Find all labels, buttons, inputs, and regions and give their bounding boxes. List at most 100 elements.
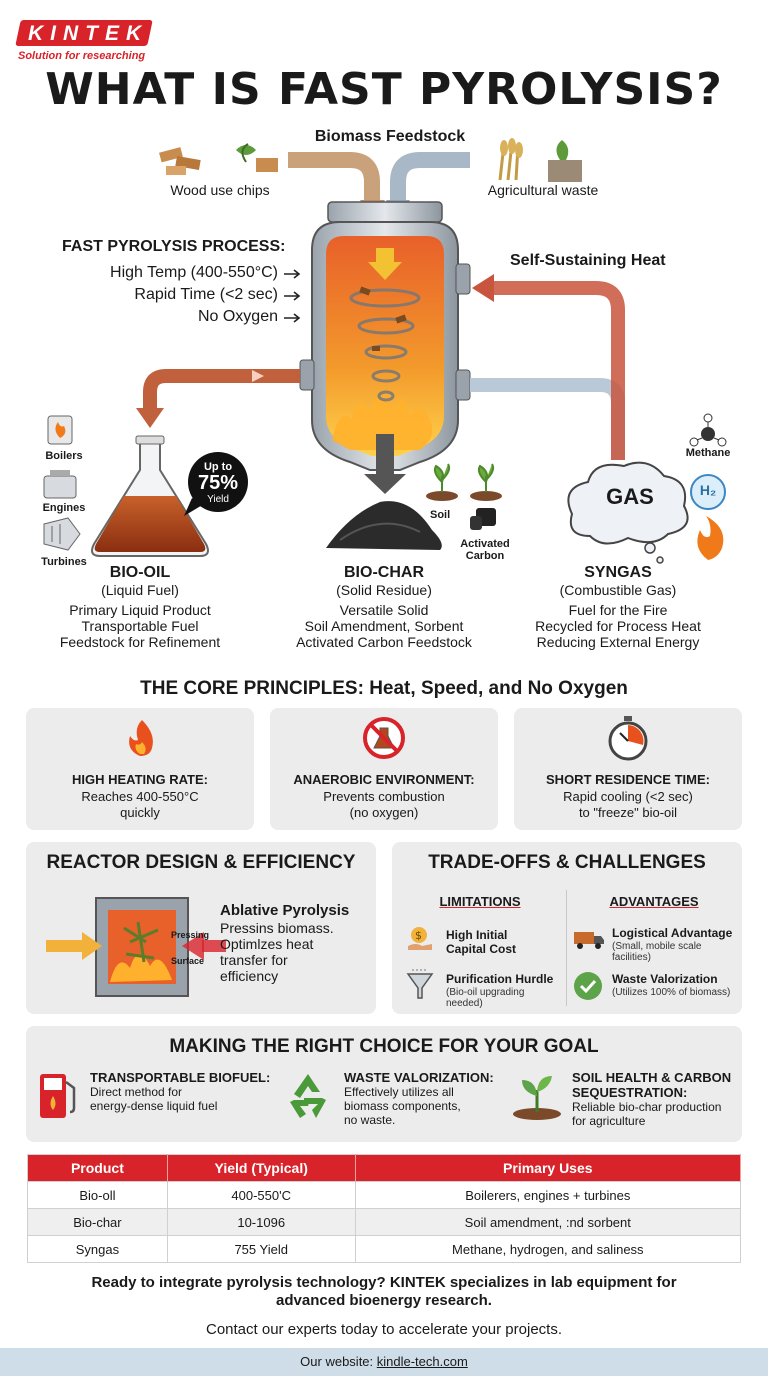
process-line-time: Rapid Time (<2 sec) <box>134 286 278 303</box>
feedstock-wood-label: Wood use chips <box>170 182 270 198</box>
process-arrows <box>284 269 301 323</box>
choice-panel: MAKING THE RIGHT CHOICE FOR YOUR GOAL TR… <box>26 1026 742 1142</box>
page-title: WHAT IS FAST PYROLYSIS? <box>45 64 723 115</box>
hydrogen-label: H₂ <box>699 482 717 498</box>
principle-card-anaerobic: ANAEROBIC ENVIRONMENT: Prevents combusti… <box>270 708 498 830</box>
reactor-lid <box>327 201 443 223</box>
ablative-reactor-icon <box>46 897 226 997</box>
oil-pipe <box>143 369 300 410</box>
feed-pipe-left <box>288 152 380 202</box>
table-cell: 755 Yield <box>167 1235 356 1263</box>
use-turbines-label: Turbines <box>41 556 87 568</box>
advantages-heading: ADVANTAGES <box>609 894 699 909</box>
footer-prefix: Our website: <box>300 1354 377 1369</box>
product-desc-2: Transportable Fuel <box>81 618 199 634</box>
reactor-desc-2: Optimlzes heat <box>220 936 314 952</box>
summary-table: Product Yield (Typical) Primary Uses Bio… <box>27 1154 742 1263</box>
product-desc-3: Reducing External Energy <box>536 634 700 650</box>
cta-line-1: Ready to integrate pyrolysis technology?… <box>91 1274 677 1291</box>
table-row: Syngas 755 Yield Methane, hydrogen, and … <box>27 1235 742 1263</box>
product-bio-char: BIO-CHAR (Solid Residue) Versatile Solid… <box>276 564 492 650</box>
reactor-heading: REACTOR DESIGN & EFFICIENCY <box>46 852 356 873</box>
choice-waste-desc-1: Effectively utilizes all <box>344 1085 454 1099</box>
product-title: BIO-OIL <box>109 564 171 581</box>
principle-desc-1: Reaches 400-550°C <box>81 789 199 804</box>
table-cell: 400-550'C <box>167 1181 356 1209</box>
product-desc-2: Soil Amendment, Sorbent <box>304 618 464 634</box>
choice-waste-desc-3: no waste. <box>344 1113 396 1127</box>
truck-icon <box>574 932 604 949</box>
choice-heading: MAKING THE RIGHT CHOICE FOR YOUR GOAL <box>169 1036 599 1057</box>
char-arrow <box>364 474 406 494</box>
cta-line-3: Contact our experts today to accelerate … <box>205 1321 562 1338</box>
choice-soil-desc-1: Reliable bio-char production <box>572 1100 722 1114</box>
product-subtitle: (Liquid Fuel) <box>101 582 179 598</box>
soil-icon <box>426 463 502 501</box>
check-circle-icon <box>574 972 602 1000</box>
no-oxygen-icon <box>363 717 405 759</box>
product-desc-1: Fuel for the Fire <box>568 602 668 618</box>
product-title: SYNGAS <box>584 564 652 581</box>
yield-badge-bottom: Yield <box>207 494 229 505</box>
filter-funnel-icon <box>406 969 434 999</box>
product-subtitle: (Combustible Gas) <box>559 582 677 598</box>
choice-soil-title-2: SEQUESTRATION: <box>572 1085 688 1100</box>
yield-badge-top: Up to <box>203 461 233 473</box>
tornado-swirl <box>349 288 421 402</box>
table-header-uses: Primary Uses <box>355 1154 742 1182</box>
reactor-desc-3: transfer for <box>220 952 288 968</box>
tradeoffs-panel: TRADE-OFFS & CHALLENGES LIMITATIONS ADVA… <box>392 842 742 1014</box>
seedling-icon <box>513 1076 561 1120</box>
advantage-waste-desc: (Utilizes 100% of biomass) <box>612 987 731 998</box>
wood-chips-icon <box>159 143 278 175</box>
heat-return-pipe <box>490 281 625 460</box>
advantage-logistics-desc-2: facilities) <box>612 952 651 963</box>
process-line-oxygen: No Oxygen <box>197 308 278 325</box>
principle-desc-2: (no oxygen) <box>349 805 419 820</box>
choice-waste-title: WASTE VALORIZATION: <box>344 1070 494 1085</box>
principle-desc-1: Rapid cooling (<2 sec) <box>563 789 693 804</box>
limitation-purification-desc-2: needed) <box>446 998 483 1009</box>
boiler-icon <box>47 415 73 445</box>
choice-biofuel-desc-2: energy-dense liquid fuel <box>90 1099 218 1113</box>
principles-heading: THE CORE PRINCIPLES: Heat, Speed, and No… <box>140 678 628 699</box>
svg-text:$: $ <box>415 929 422 942</box>
brand-name: KINTEK <box>28 22 149 45</box>
product-syngas: SYNGAS (Combustible Gas) Fuel for the Fi… <box>518 564 718 650</box>
table-row: Bio-oll 400-550'C Boilerers, engines + t… <box>27 1181 742 1209</box>
product-title: BIO-CHAR <box>344 564 424 581</box>
engine-icon <box>43 470 77 499</box>
website-link[interactable]: kindle-tech.com <box>376 1354 468 1369</box>
use-engines-label: Engines <box>42 502 86 514</box>
feedstock-heading: Biomass Feedstock <box>314 128 466 145</box>
activated-carbon-icon <box>470 508 496 530</box>
tradeoffs-heading: TRADE-OFFS & CHALLENGES <box>428 852 706 873</box>
limitation-purification-desc-1: (Bio-oil upgrading <box>446 987 525 998</box>
agricultural-waste-icon <box>498 138 582 182</box>
table-cell: Bio-oll <box>27 1181 168 1209</box>
gas-label: GAS <box>606 484 654 509</box>
feed-down-arrow <box>368 248 402 280</box>
table-row: Bio-char 10-1096 Soil amendment, :nd sor… <box>27 1208 742 1236</box>
table-cell: Boilerers, engines + turbines <box>355 1181 742 1209</box>
gas-cloud <box>567 461 689 545</box>
product-desc-1: Versatile Solid <box>339 602 429 618</box>
choice-biofuel-desc-1: Direct method for <box>90 1085 183 1099</box>
stopwatch-icon <box>608 716 648 761</box>
yield-badge-value: 75% <box>197 472 239 494</box>
principle-title: ANAEROBIC ENVIRONMENT: <box>293 772 475 787</box>
table-cell: 10-1096 <box>167 1208 356 1236</box>
money-icon: $ <box>408 927 432 950</box>
char-use-carbon: Activated Carbon <box>460 538 510 562</box>
reactor-surface-label: Surface <box>171 956 205 966</box>
advantage-logistics-title: Logistical Advantage <box>612 926 733 940</box>
gas-pipe <box>470 378 625 460</box>
product-desc-2: Recycled for Process Heat <box>535 618 701 634</box>
reactor-pressing-label: Pressing <box>171 930 210 940</box>
product-desc-3: Feedstock for Refinement <box>59 634 221 650</box>
heat-arrow <box>472 274 494 302</box>
flame-icon <box>697 516 724 560</box>
recycle-icon <box>290 1074 326 1118</box>
footer-bar <box>0 1348 768 1376</box>
product-desc-3: Activated Carbon Feedstock <box>296 634 472 650</box>
